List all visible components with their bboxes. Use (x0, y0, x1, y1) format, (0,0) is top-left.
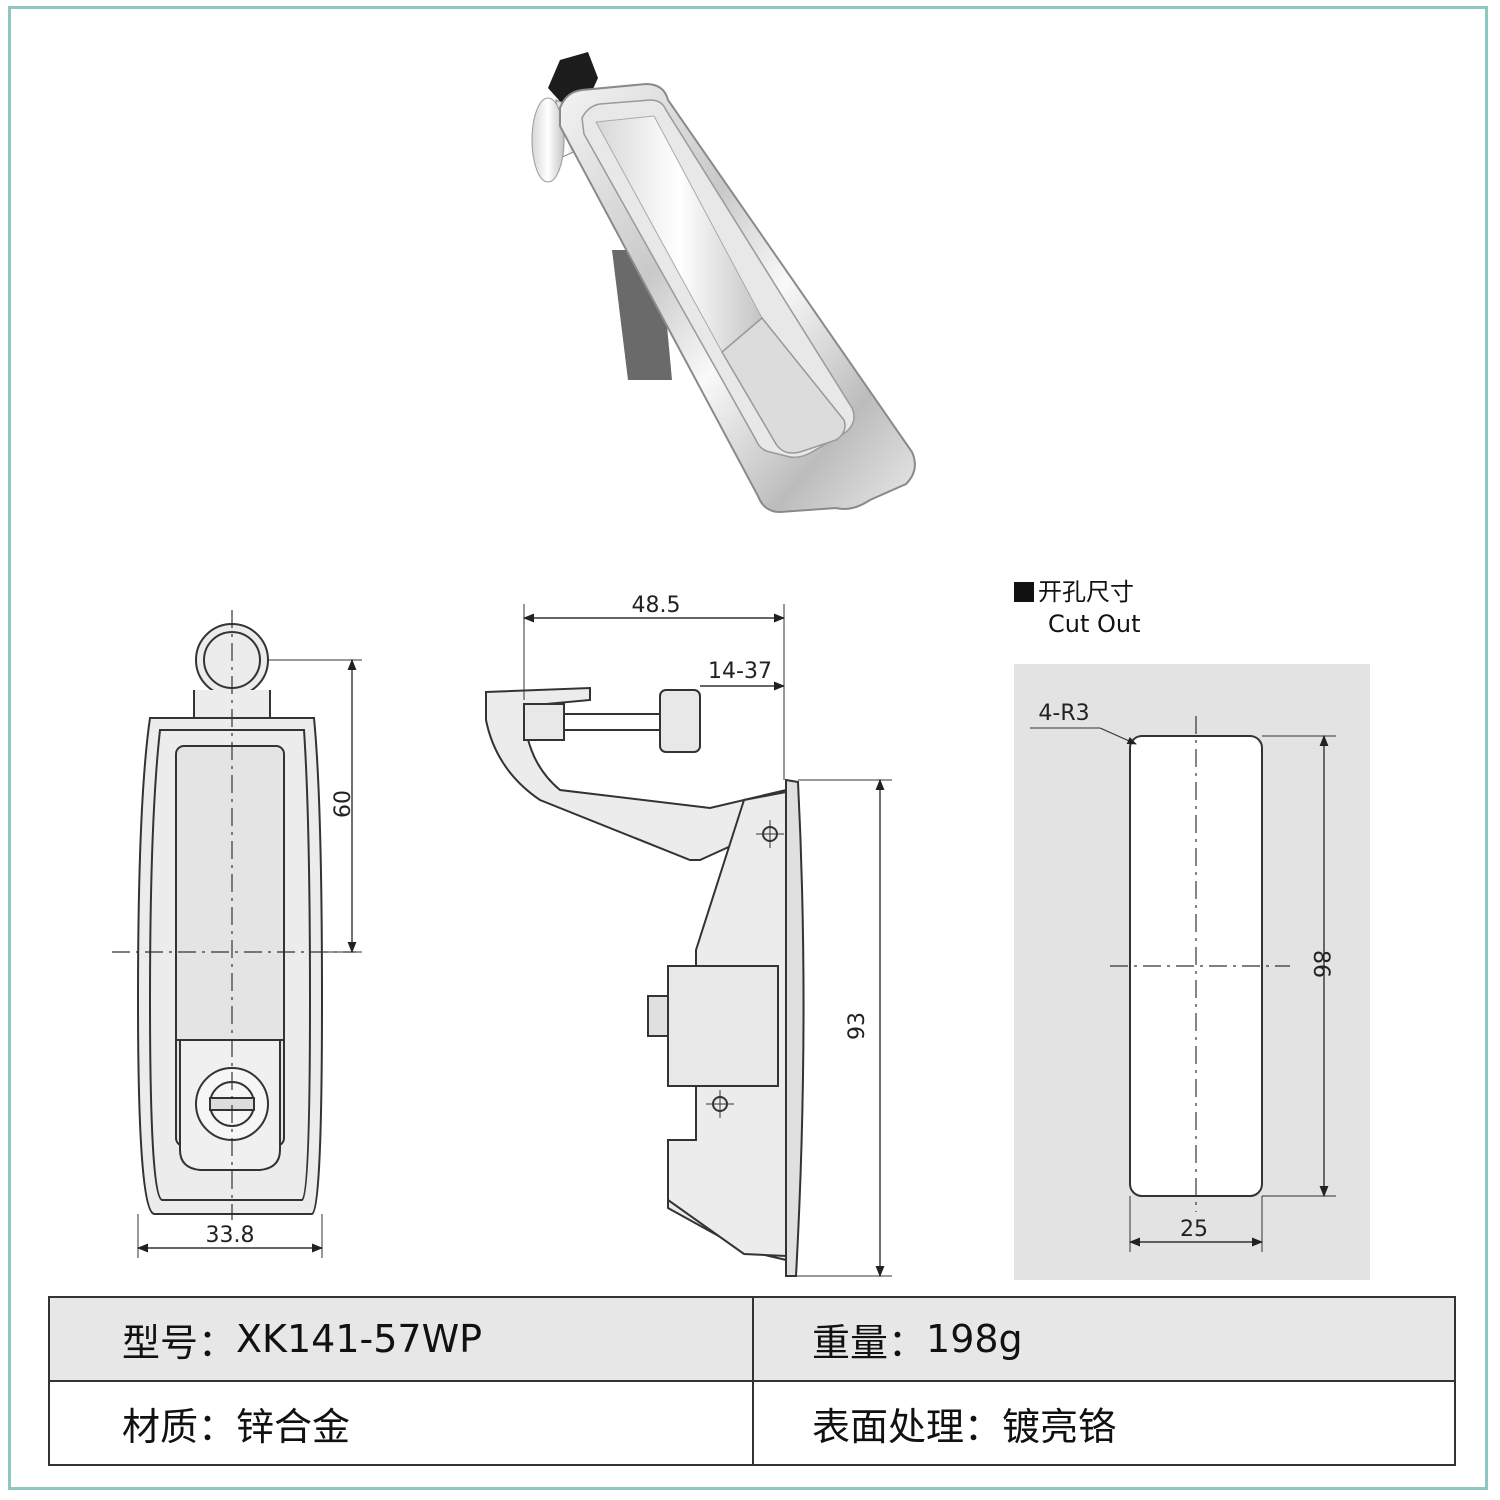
cutout-title-cn: 开孔尺寸 (1038, 578, 1134, 606)
screw-range-dimension: 14-37 (708, 659, 772, 684)
material-cell: 材质：锌合金 (50, 1382, 752, 1464)
weight-value: 198g (926, 1317, 1023, 1361)
product-photo (531, 52, 916, 514)
front-view-drawing (112, 610, 362, 1258)
weight-label: 重量： (812, 1320, 927, 1365)
cutout-title-en: Cut Out (1048, 610, 1141, 638)
model-cell: 型号：XK141-57WP (50, 1298, 752, 1382)
front-width-dimension: 33.8 (206, 1223, 255, 1248)
finish-value: 镀亮铬 (1002, 1404, 1117, 1449)
material-label: 材质： (122, 1404, 237, 1449)
black-square-icon (1014, 582, 1034, 602)
cutout-corner-radius: 4-R3 (1038, 701, 1089, 726)
side-view-drawing (485, 604, 892, 1278)
cutout-title: 开孔尺寸 Cut Out (1014, 576, 1141, 640)
spec-table: 型号：XK141-57WP 重量：198g 材质：锌合金 表面处理：镀亮铬 (48, 1296, 1456, 1466)
front-height-dimension: 60 (331, 790, 356, 818)
side-width-dimension: 48.5 (632, 593, 681, 618)
finish-label: 表面处理： (812, 1404, 1003, 1449)
side-height-dimension: 93 (845, 1012, 870, 1040)
model-value: XK141-57WP (236, 1317, 483, 1361)
material-value: 锌合金 (236, 1404, 351, 1449)
cutout-width-dimension: 25 (1180, 1217, 1208, 1242)
weight-cell: 重量：198g (752, 1298, 1454, 1382)
finish-cell: 表面处理：镀亮铬 (752, 1382, 1454, 1464)
model-label: 型号： (122, 1320, 237, 1365)
cutout-height-dimension: 86 (1308, 950, 1333, 978)
cutout-drawing (1014, 664, 1370, 1280)
